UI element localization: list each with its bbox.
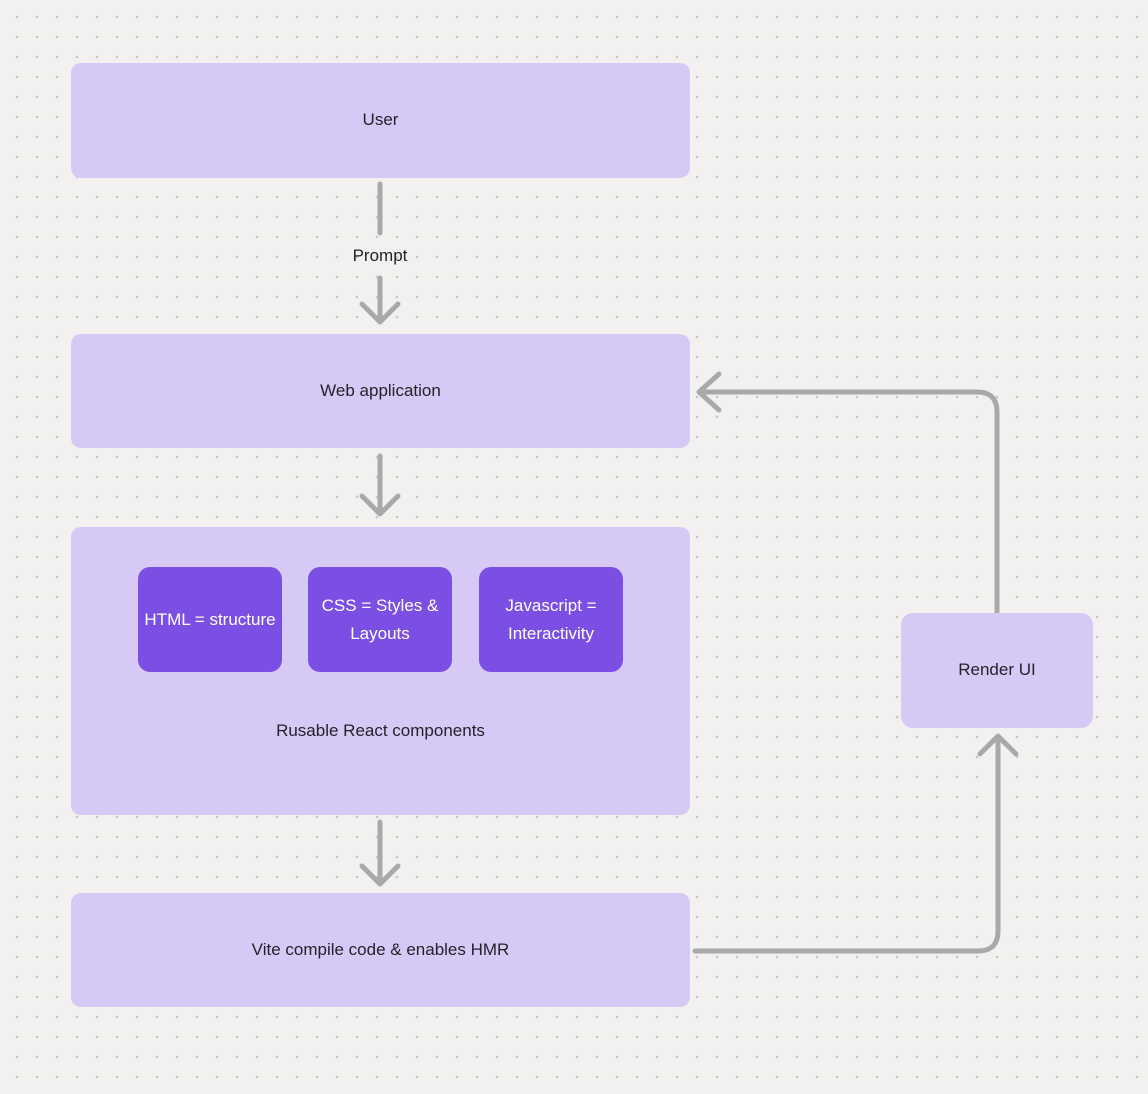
node-web-application-label: Web application [320,380,441,400]
edge-label-prompt: Prompt [352,246,408,265]
node-javascript-label: Javascript = Interactivity [505,595,597,643]
node-css-label: CSS = Styles & Layouts [321,595,439,643]
arrowhead-up-renderui [977,733,1019,757]
node-vite-label: Vite compile code & enables HMR [251,939,510,959]
node-javascript[interactable]: Javascript = Interactivity [479,567,623,672]
edge-renderui-webapp [700,389,1000,616]
node-web-application[interactable]: Web application [71,334,690,448]
node-css[interactable]: CSS = Styles & Layouts [308,567,452,672]
node-html-label: HTML = structure [144,609,276,629]
arrowhead-down-vite [359,863,401,887]
arrowhead-down-webapp [359,301,401,325]
node-vite[interactable]: Vite compile code & enables HMR [71,893,690,1007]
edge-vite-renderui [692,739,1001,954]
node-user[interactable]: User [71,63,690,178]
arrowhead-down-group [359,493,401,517]
node-render-ui[interactable]: Render UI [901,613,1093,728]
node-html[interactable]: HTML = structure [138,567,282,672]
node-user-label: User [362,110,399,130]
node-components-group[interactable]: HTML = structure CSS = Styles & Layouts … [71,527,690,815]
node-components-group-label: Rusable React components [276,721,485,740]
arrowhead-left-webapp [696,371,722,413]
node-render-ui-label: Render UI [958,660,1036,680]
